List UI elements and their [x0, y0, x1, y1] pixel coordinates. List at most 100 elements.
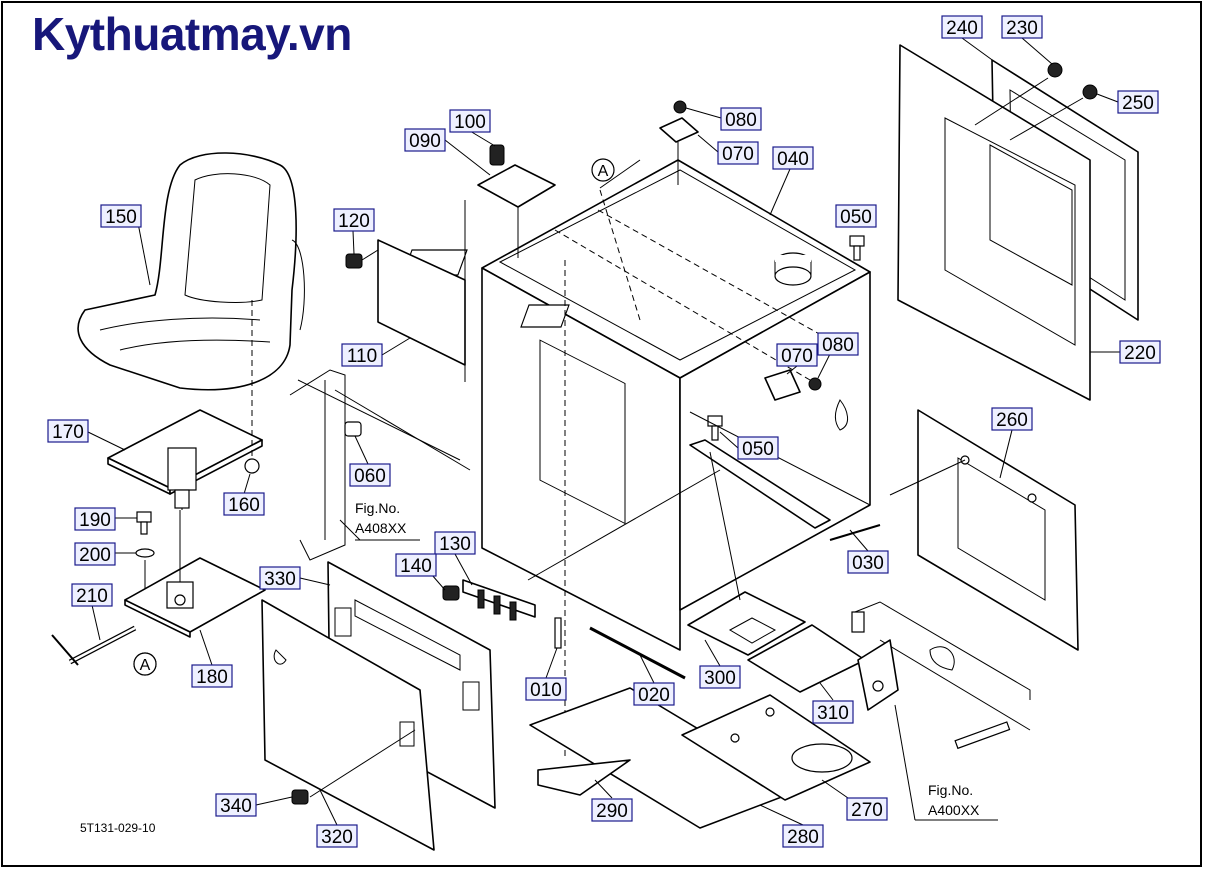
- svg-text:110: 110: [347, 346, 377, 367]
- svg-text:A408XX: A408XX: [355, 520, 407, 536]
- svg-text:160: 160: [228, 495, 260, 516]
- callout-a-top: A: [591, 158, 615, 182]
- bracket-070-side: [764, 369, 801, 401]
- part-label-290: 290: [591, 779, 633, 822]
- part-label-090: 090: [404, 128, 491, 176]
- svg-text:060: 060: [354, 466, 386, 487]
- knob-100: [489, 144, 505, 166]
- part-label-210: 210: [71, 583, 113, 641]
- svg-text:A400XX: A400XX: [928, 802, 980, 818]
- part-label-250: 250: [1096, 90, 1159, 114]
- svg-text:250: 250: [1122, 93, 1154, 114]
- part-label-070-top: 070: [697, 134, 759, 165]
- svg-text:040: 040: [777, 149, 809, 170]
- part-label-160: 160: [223, 473, 265, 516]
- bolt-190: [136, 511, 152, 535]
- part-label-120: 120: [333, 208, 375, 255]
- part-label-300: 300: [699, 639, 741, 689]
- svg-text:150: 150: [105, 207, 137, 228]
- washer-200: [135, 548, 155, 590]
- part-label-270: 270: [821, 779, 888, 821]
- svg-text:120: 120: [338, 211, 370, 232]
- svg-text:070: 070: [722, 144, 754, 165]
- svg-text:310: 310: [817, 703, 849, 724]
- part-label-110: 110: [341, 337, 411, 367]
- svg-text:180: 180: [196, 667, 228, 688]
- bolt-050-top: [849, 235, 865, 261]
- svg-text:240: 240: [946, 18, 978, 39]
- part-label-150: 150: [100, 204, 151, 286]
- knob-160: [244, 300, 260, 474]
- panel-220: [897, 44, 1091, 401]
- floor-plate-270: [681, 694, 871, 801]
- bracket-070-top: [659, 117, 699, 185]
- svg-text:300: 300: [704, 668, 736, 689]
- svg-text:080: 080: [822, 335, 854, 356]
- svg-text:050: 050: [742, 439, 774, 460]
- knob-340: [291, 729, 416, 805]
- part-label-260: 260: [991, 407, 1033, 479]
- front-cover-320: [261, 599, 435, 851]
- svg-text:050: 050: [840, 207, 872, 228]
- svg-text:170: 170: [52, 422, 84, 443]
- svg-text:270: 270: [851, 800, 883, 821]
- svg-text:010: 010: [530, 680, 562, 701]
- svg-text:090: 090: [409, 131, 441, 152]
- part-label-230: 230: [1001, 15, 1053, 65]
- svg-text:100: 100: [454, 112, 486, 133]
- part-label-100: 100: [449, 109, 496, 147]
- part-label-050-top: 050: [835, 204, 877, 228]
- part-label-010: 010: [525, 647, 567, 701]
- svg-text:030: 030: [852, 553, 884, 574]
- part-label-170: 170: [47, 419, 126, 451]
- part-label-080-top: 080: [685, 107, 762, 131]
- svg-text:190: 190: [79, 510, 111, 531]
- seat-150: [77, 152, 305, 391]
- svg-text:140: 140: [400, 556, 432, 577]
- fig-ref-left: Fig.No. A408XX: [355, 500, 420, 541]
- mat-300: [687, 591, 806, 656]
- svg-text:220: 220: [1124, 343, 1156, 364]
- damper-130: [462, 579, 536, 621]
- part-label-280: 280: [759, 804, 824, 848]
- svg-text:Fig.No.: Fig.No.: [355, 500, 400, 516]
- part-label-050-mid: 050: [719, 431, 779, 460]
- svg-text:A: A: [140, 657, 151, 674]
- svg-text:070: 070: [781, 346, 813, 367]
- svg-text:260: 260: [996, 410, 1028, 431]
- plate-180: [124, 510, 266, 638]
- part-label-320: 320: [316, 789, 358, 848]
- strip-010: [554, 617, 562, 649]
- panel-260: [889, 409, 1079, 651]
- svg-text:200: 200: [79, 545, 111, 566]
- right-frame: [851, 601, 1031, 750]
- drawing-code: 5T131-029-10: [80, 821, 156, 835]
- svg-text:340: 340: [220, 796, 252, 817]
- svg-text:020: 020: [638, 685, 670, 706]
- part-label-180: 180: [191, 629, 233, 688]
- part-label-030: 030: [847, 529, 889, 574]
- part-label-190: 190: [74, 507, 137, 531]
- svg-text:290: 290: [596, 801, 628, 822]
- part-label-200: 200: [74, 542, 136, 566]
- nut-080-top: [673, 100, 687, 114]
- nut-230: [974, 62, 1063, 126]
- part-label-310: 310: [812, 682, 854, 724]
- part-label-020: 020: [633, 654, 675, 706]
- part-label-080-side: 080: [817, 332, 859, 379]
- site-brand: Kythuatmay.vn: [32, 8, 352, 60]
- screw-060: [344, 421, 362, 437]
- svg-text:080: 080: [725, 110, 757, 131]
- svg-text:330: 330: [264, 569, 296, 590]
- part-label-240: 240: [941, 15, 996, 63]
- nut-080-side: [808, 377, 848, 431]
- svg-text:130: 130: [439, 534, 471, 555]
- svg-text:230: 230: [1006, 18, 1038, 39]
- svg-text:A: A: [598, 163, 609, 180]
- part-label-070-side: 070: [776, 343, 818, 375]
- part-label-040: 040: [769, 146, 814, 216]
- part-label-130: 130: [434, 531, 476, 586]
- part-label-060: 060: [349, 435, 391, 487]
- side-panel-110: [377, 200, 466, 382]
